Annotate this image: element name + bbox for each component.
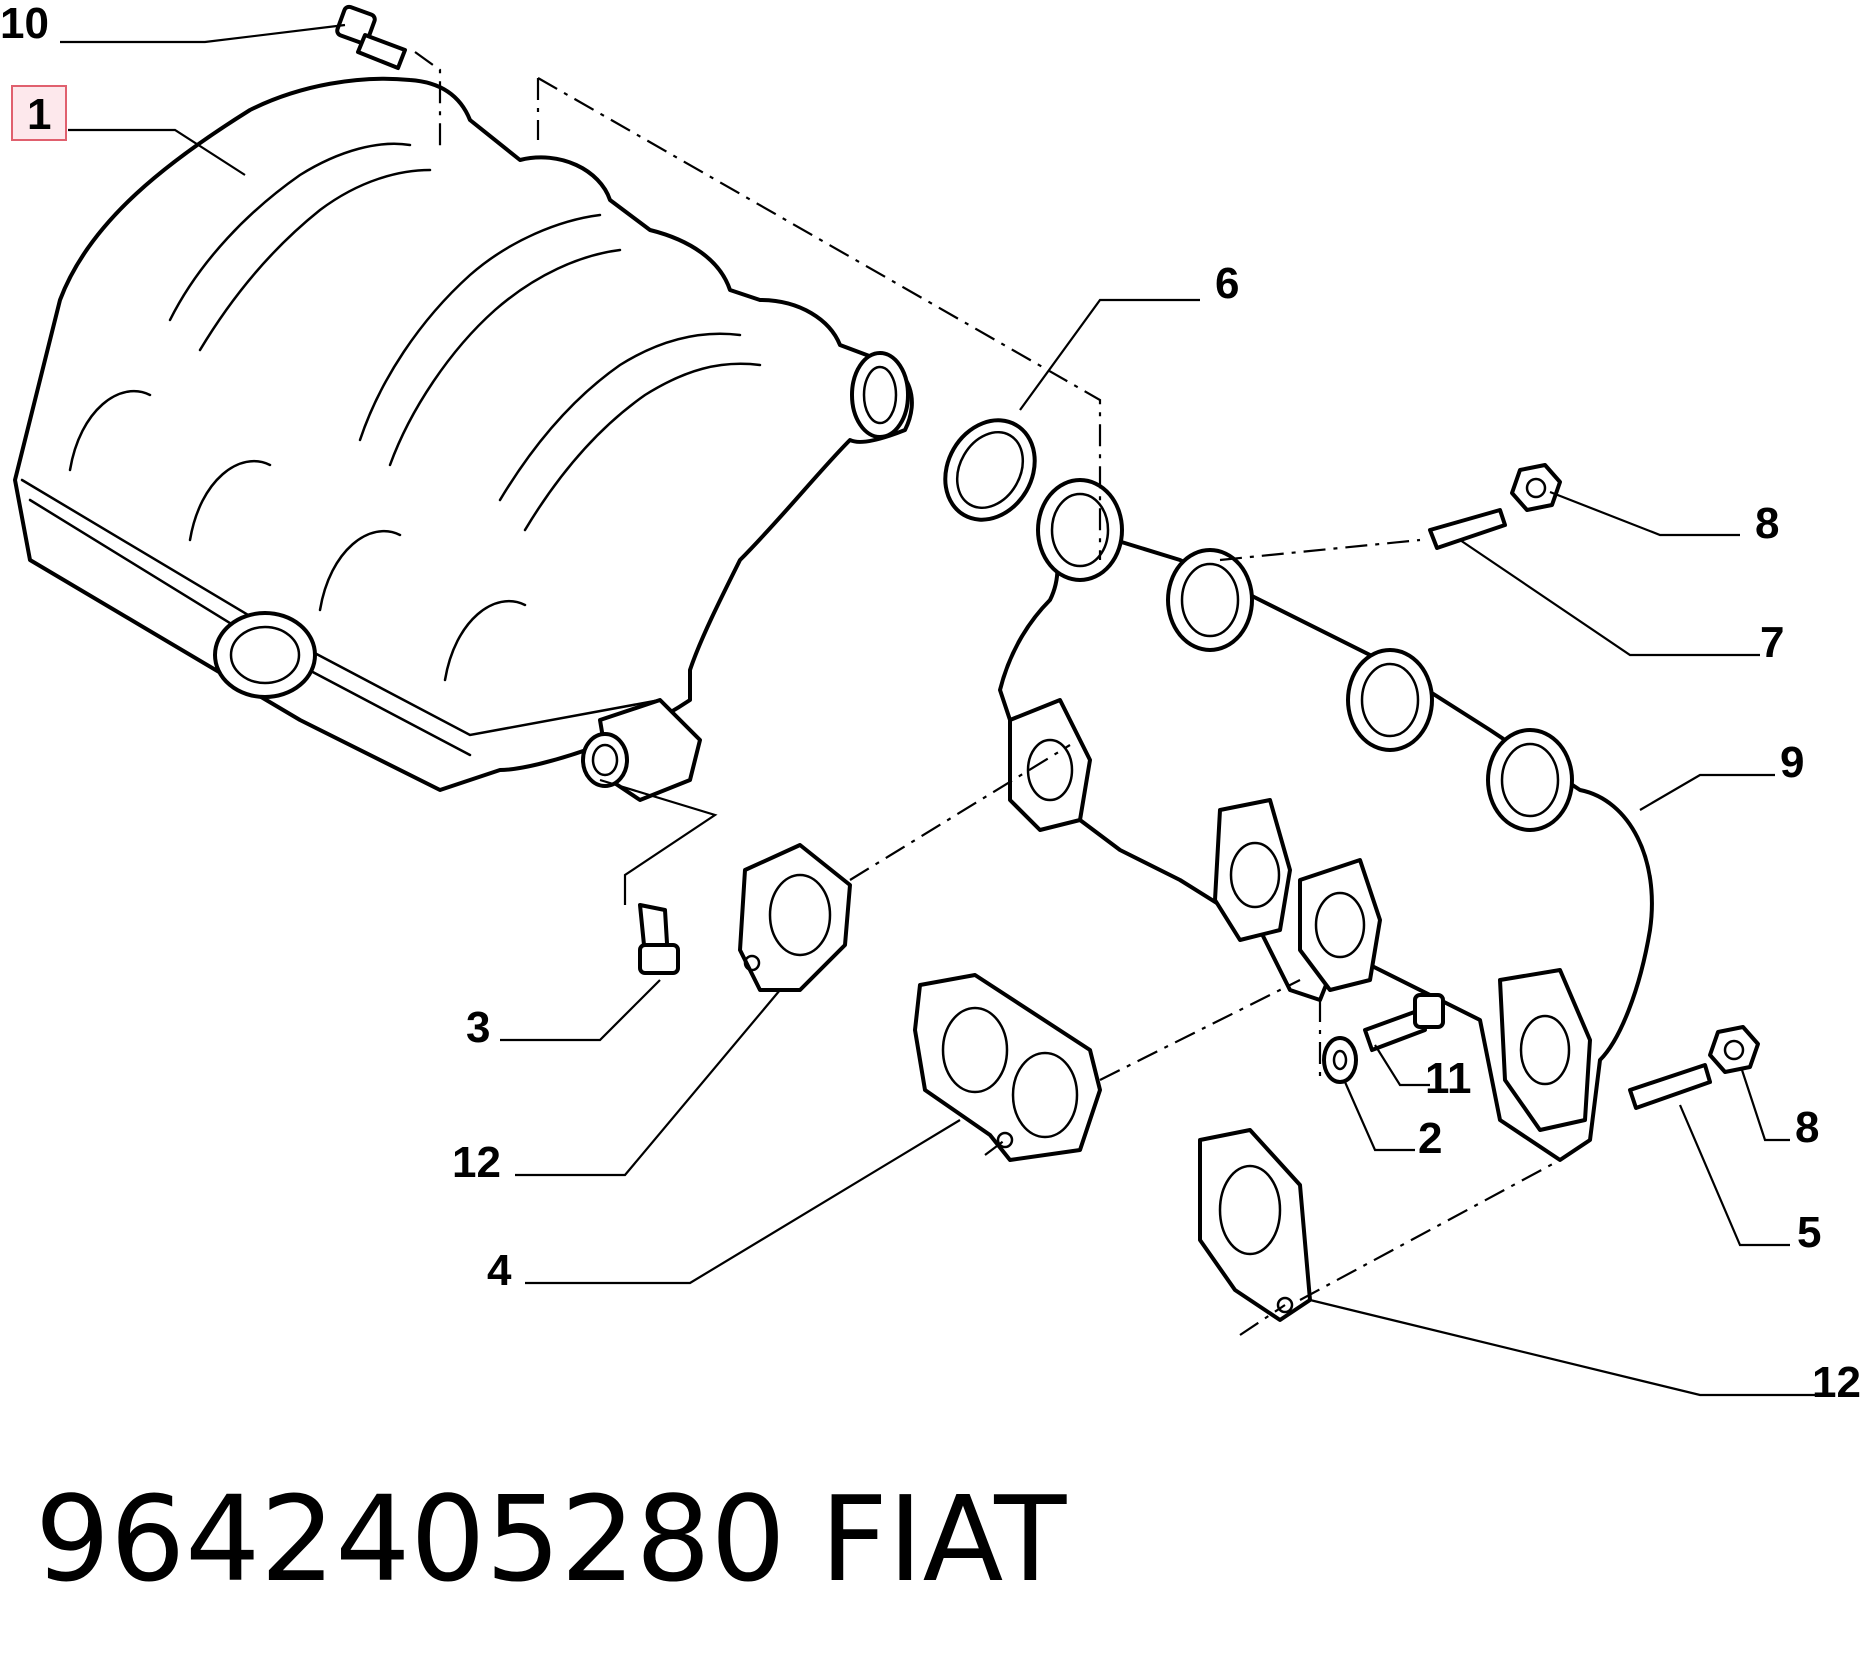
callout-7: 7 [1760, 618, 1784, 667]
intake-manifold [13, 76, 914, 802]
stud-5 [1628, 1063, 1712, 1110]
callout-12-left: 12 [452, 1138, 501, 1187]
leader-8a [1549, 490, 1740, 537]
callout-10: 10 [0, 0, 49, 48]
leader-2 [1343, 1081, 1415, 1152]
leader-11 [1374, 1044, 1430, 1087]
leader-3 [500, 979, 661, 1042]
callout-4: 4 [487, 1246, 512, 1295]
part-number: 9642405280 [35, 1470, 786, 1608]
leader-9 [1639, 773, 1775, 811]
leader-4 [525, 1119, 961, 1285]
gasket-single-right [1198, 1128, 1312, 1322]
callout-9: 9 [1780, 738, 1804, 787]
nut-8-bottom [1708, 1025, 1760, 1074]
gasket-double [913, 973, 1102, 1162]
callout-2: 2 [1418, 1114, 1442, 1163]
leader-1 [68, 128, 246, 176]
exhaust-manifold [998, 478, 1654, 1162]
ring-gasket [943, 418, 1037, 522]
callout-12-right: 12 [1812, 1358, 1861, 1407]
leader-3-sensor [599, 778, 718, 905]
leader-lines [60, 23, 1815, 1397]
callout-11: 11 [1425, 1054, 1472, 1103]
callout-1-highlight [11, 85, 67, 141]
washer-2 [1322, 1036, 1358, 1084]
bolt-3 [638, 903, 680, 975]
bolt-10 [335, 4, 407, 70]
gasket-single-left [738, 843, 852, 992]
leader-12b [1309, 1298, 1815, 1397]
leader-12a [515, 989, 781, 1177]
caption: 9642405280 FIAT [35, 1470, 1067, 1608]
stud-7 [1428, 508, 1507, 550]
callout-3: 3 [466, 1003, 490, 1052]
callout-6: 6 [1215, 259, 1239, 308]
bolt-11 [1363, 993, 1445, 1052]
callout-1: 1 [27, 90, 51, 139]
leader-10 [60, 23, 346, 44]
brand-name: FIAT [820, 1470, 1067, 1608]
callout-labels: 10 1 6 8 7 9 3 11 2 12 8 4 5 12 [0, 0, 1861, 1407]
callout-8-bottom: 8 [1795, 1103, 1819, 1152]
leader-7 [1459, 539, 1760, 657]
leader-5 [1678, 1104, 1790, 1247]
leader-6 [1019, 298, 1200, 411]
callout-5: 5 [1797, 1208, 1821, 1257]
assembly-lines [414, 51, 1561, 1336]
leader-8b [1740, 1069, 1790, 1142]
callout-8-top: 8 [1755, 499, 1779, 548]
nut-8-top [1510, 463, 1562, 512]
